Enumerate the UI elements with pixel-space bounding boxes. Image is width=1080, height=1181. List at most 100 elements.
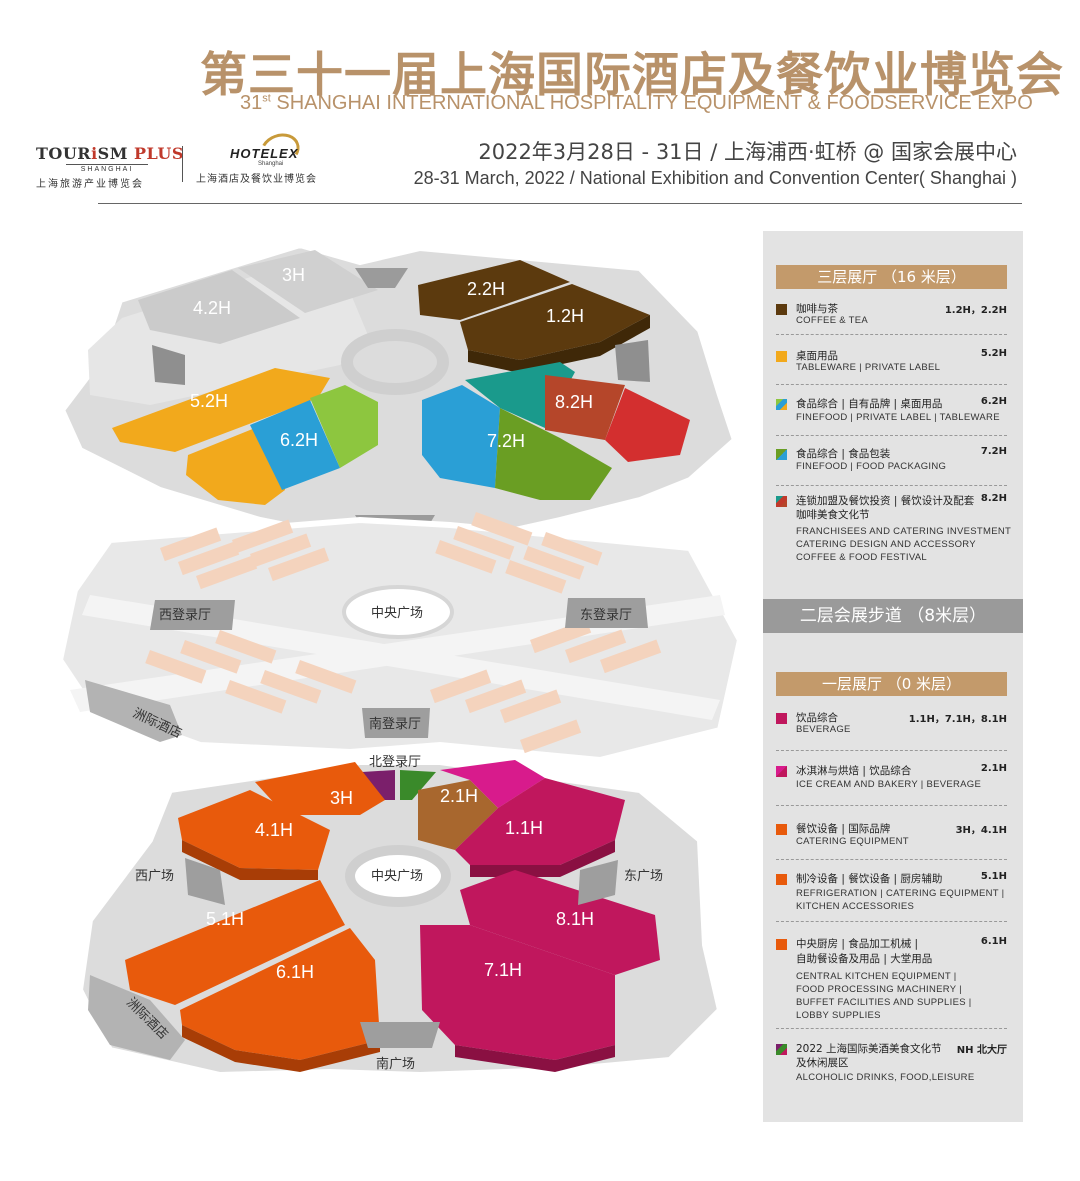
- hotelex-cn: 上海酒店及餐饮业博览会: [196, 174, 317, 185]
- legend-hall: 1.2H，2.2H: [944, 305, 1007, 316]
- hall-82h-red-shape: [545, 375, 625, 440]
- legend-en: CENTRAL KITCHEN EQUIPMENT |: [796, 971, 957, 982]
- section-second-floor: 二层会展步道 （8米层）: [763, 599, 1023, 633]
- hall-72h-label: 7.2H: [487, 431, 525, 451]
- hall-12h-label: 1.2H: [546, 306, 584, 326]
- legend-cn: 桌面用品: [796, 350, 838, 362]
- booth: [465, 679, 527, 714]
- legend-swatch: [776, 939, 787, 950]
- hall-61h-label: 6.1H: [276, 962, 314, 982]
- legend-en: BEVERAGE: [796, 724, 851, 735]
- legend-divider: [776, 1028, 1007, 1029]
- booth: [232, 519, 294, 554]
- legend-en: ICE CREAM AND BAKERY | BEVERAGE: [796, 779, 982, 790]
- legend-divider: [776, 750, 1007, 751]
- east-gate-upper: [615, 340, 650, 382]
- hall-62h-blue-shape: [250, 400, 340, 490]
- middle-central-plaza: [342, 585, 454, 639]
- hall-3h-upper-shape: [238, 250, 378, 313]
- hall-61h-side: [182, 1025, 380, 1072]
- south-reg-label: 南登录厅: [369, 716, 421, 732]
- venue-floor-map: 3H 4.2H 2.2H 1.2H 5.2H 6.2H 8.2H 7.2H: [56, 241, 744, 1079]
- west-reg-hall: [150, 600, 235, 630]
- middle-booths: [145, 511, 662, 754]
- middle-floor: 西登录厅 东登录厅 中央广场 南登录厅 洲际酒店: [56, 511, 744, 764]
- legend-cn: 餐饮设备 | 国际品牌: [796, 823, 891, 835]
- booth: [471, 511, 533, 546]
- legend-en: CATERING EQUIPMENT: [796, 836, 909, 847]
- expo-title-en-text: SHANGHAI INTERNATIONAL HOSPITALITY EQUIP…: [270, 92, 1033, 114]
- legend-swatch: [776, 824, 787, 835]
- legend-swatch: [776, 713, 787, 724]
- legend-cn: 中央厨房 | 食品加工机械 |: [796, 938, 919, 950]
- hall-3h-lower-label: 3H: [330, 788, 353, 808]
- booth: [145, 650, 207, 684]
- hall-11h-label: 1.1H: [505, 818, 543, 838]
- legend-hall: 6.1H: [980, 936, 1007, 947]
- booth: [215, 630, 277, 664]
- booth: [268, 547, 330, 582]
- hall-12h-shape: [460, 284, 650, 360]
- hall-11h-side: [470, 840, 615, 877]
- booth: [541, 532, 603, 566]
- booth: [520, 719, 582, 754]
- tourism-plus-subtitle: SHANGHAI: [66, 164, 148, 173]
- booth: [260, 670, 322, 704]
- tourism-plus-cn: 上海旅游产业博览会: [36, 179, 144, 190]
- hall-41h-shape: [178, 790, 330, 870]
- central-plaza-low-label: 中央广场: [371, 869, 423, 884]
- legend-cn: 冰淇淋与烘焙 | 饮品综合: [796, 765, 912, 777]
- central-plaza-mid-label: 中央广场: [371, 606, 423, 621]
- hall-22h-label: 2.2H: [467, 279, 505, 299]
- edition-number: 31: [240, 92, 263, 114]
- tourism-plus-wordmark: TOURiSM PLUS: [36, 144, 183, 163]
- legend-en: FINEFOOD | PRIVATE LABEL | TABLEWARE: [796, 412, 1000, 423]
- legend-cn: 制冷设备 | 餐饮设备 | 厨房辅助: [796, 873, 943, 885]
- legend-cn: 食品综合 | 食品包装: [796, 448, 891, 460]
- south-plaza-label: 南广场: [376, 1056, 415, 1072]
- booth: [453, 526, 515, 560]
- legend-en: TABLEWARE | PRIVATE LABEL: [796, 362, 941, 373]
- legend-swatch: [776, 1044, 787, 1055]
- legend-hall: 3H，4.1H: [955, 825, 1007, 836]
- upper-central-ring: [341, 329, 449, 395]
- hall-3h-upper-label: 3H: [282, 265, 305, 285]
- edition-suffix: st: [262, 92, 271, 105]
- hall-62h-green-shape: [310, 385, 378, 468]
- hall-11h-shape: [455, 778, 625, 865]
- hall-82h-label: 8.2H: [555, 392, 593, 412]
- hall-51h-shape: [125, 880, 345, 1005]
- legend-en: REFRIGERATION | CATERING EQUIPMENT |: [796, 888, 1005, 899]
- expo-title-en: 31st SHANGHAI INTERNATIONAL HOSPITALITY …: [240, 92, 1033, 115]
- tourism-wordmark-dot: i: [91, 144, 98, 163]
- hall-72h-blue-shape: [422, 385, 500, 488]
- hall-22h-shape: [418, 260, 570, 320]
- north-reg-label: 北登录厅: [369, 755, 421, 770]
- hall-71h-side: [455, 1045, 615, 1072]
- expo-title-cn: 第三十一届上海国际酒店及餐饮业博览会: [200, 48, 1064, 103]
- legend-cn: 2022 上海国际美酒美食文化节: [796, 1043, 942, 1055]
- legend-cn: 连锁加盟及餐饮投资 | 餐饮设计及配套: [796, 495, 975, 507]
- booth: [250, 533, 312, 568]
- legend-hall: 7.2H: [980, 446, 1007, 457]
- header-divider: [98, 203, 1022, 204]
- hotelex-subtitle: Shanghai: [258, 161, 284, 167]
- legend-swatch: [776, 449, 787, 460]
- tourism-wordmark-plus: PLUS: [134, 144, 184, 163]
- hall-71h-label: 7.1H: [484, 960, 522, 980]
- legend-en: BUFFET FACILITIES AND SUPPLIES |: [796, 997, 972, 1008]
- legend-hall: 6.2H: [980, 396, 1007, 407]
- hall-81h-shape: [460, 870, 660, 975]
- hall-21h-brown-shape: [418, 780, 498, 850]
- hall-21h-pink-shape: [440, 760, 545, 808]
- hall-81h-label: 8.1H: [556, 909, 594, 929]
- legend-hall: 2.1H: [980, 763, 1007, 774]
- legend-hall: 5.2H: [980, 348, 1007, 359]
- legend-en: FRANCHISEES AND CATERING INVESTMENT: [796, 526, 1012, 537]
- legend-cn: 食品综合 | 自有品牌 | 桌面用品: [796, 398, 943, 410]
- hall-82h-red2-shape: [605, 388, 690, 462]
- hall-12h-side: [468, 315, 650, 373]
- booth: [500, 689, 562, 724]
- east-reg-hall: [565, 598, 648, 628]
- hall-61h-shape: [180, 928, 380, 1060]
